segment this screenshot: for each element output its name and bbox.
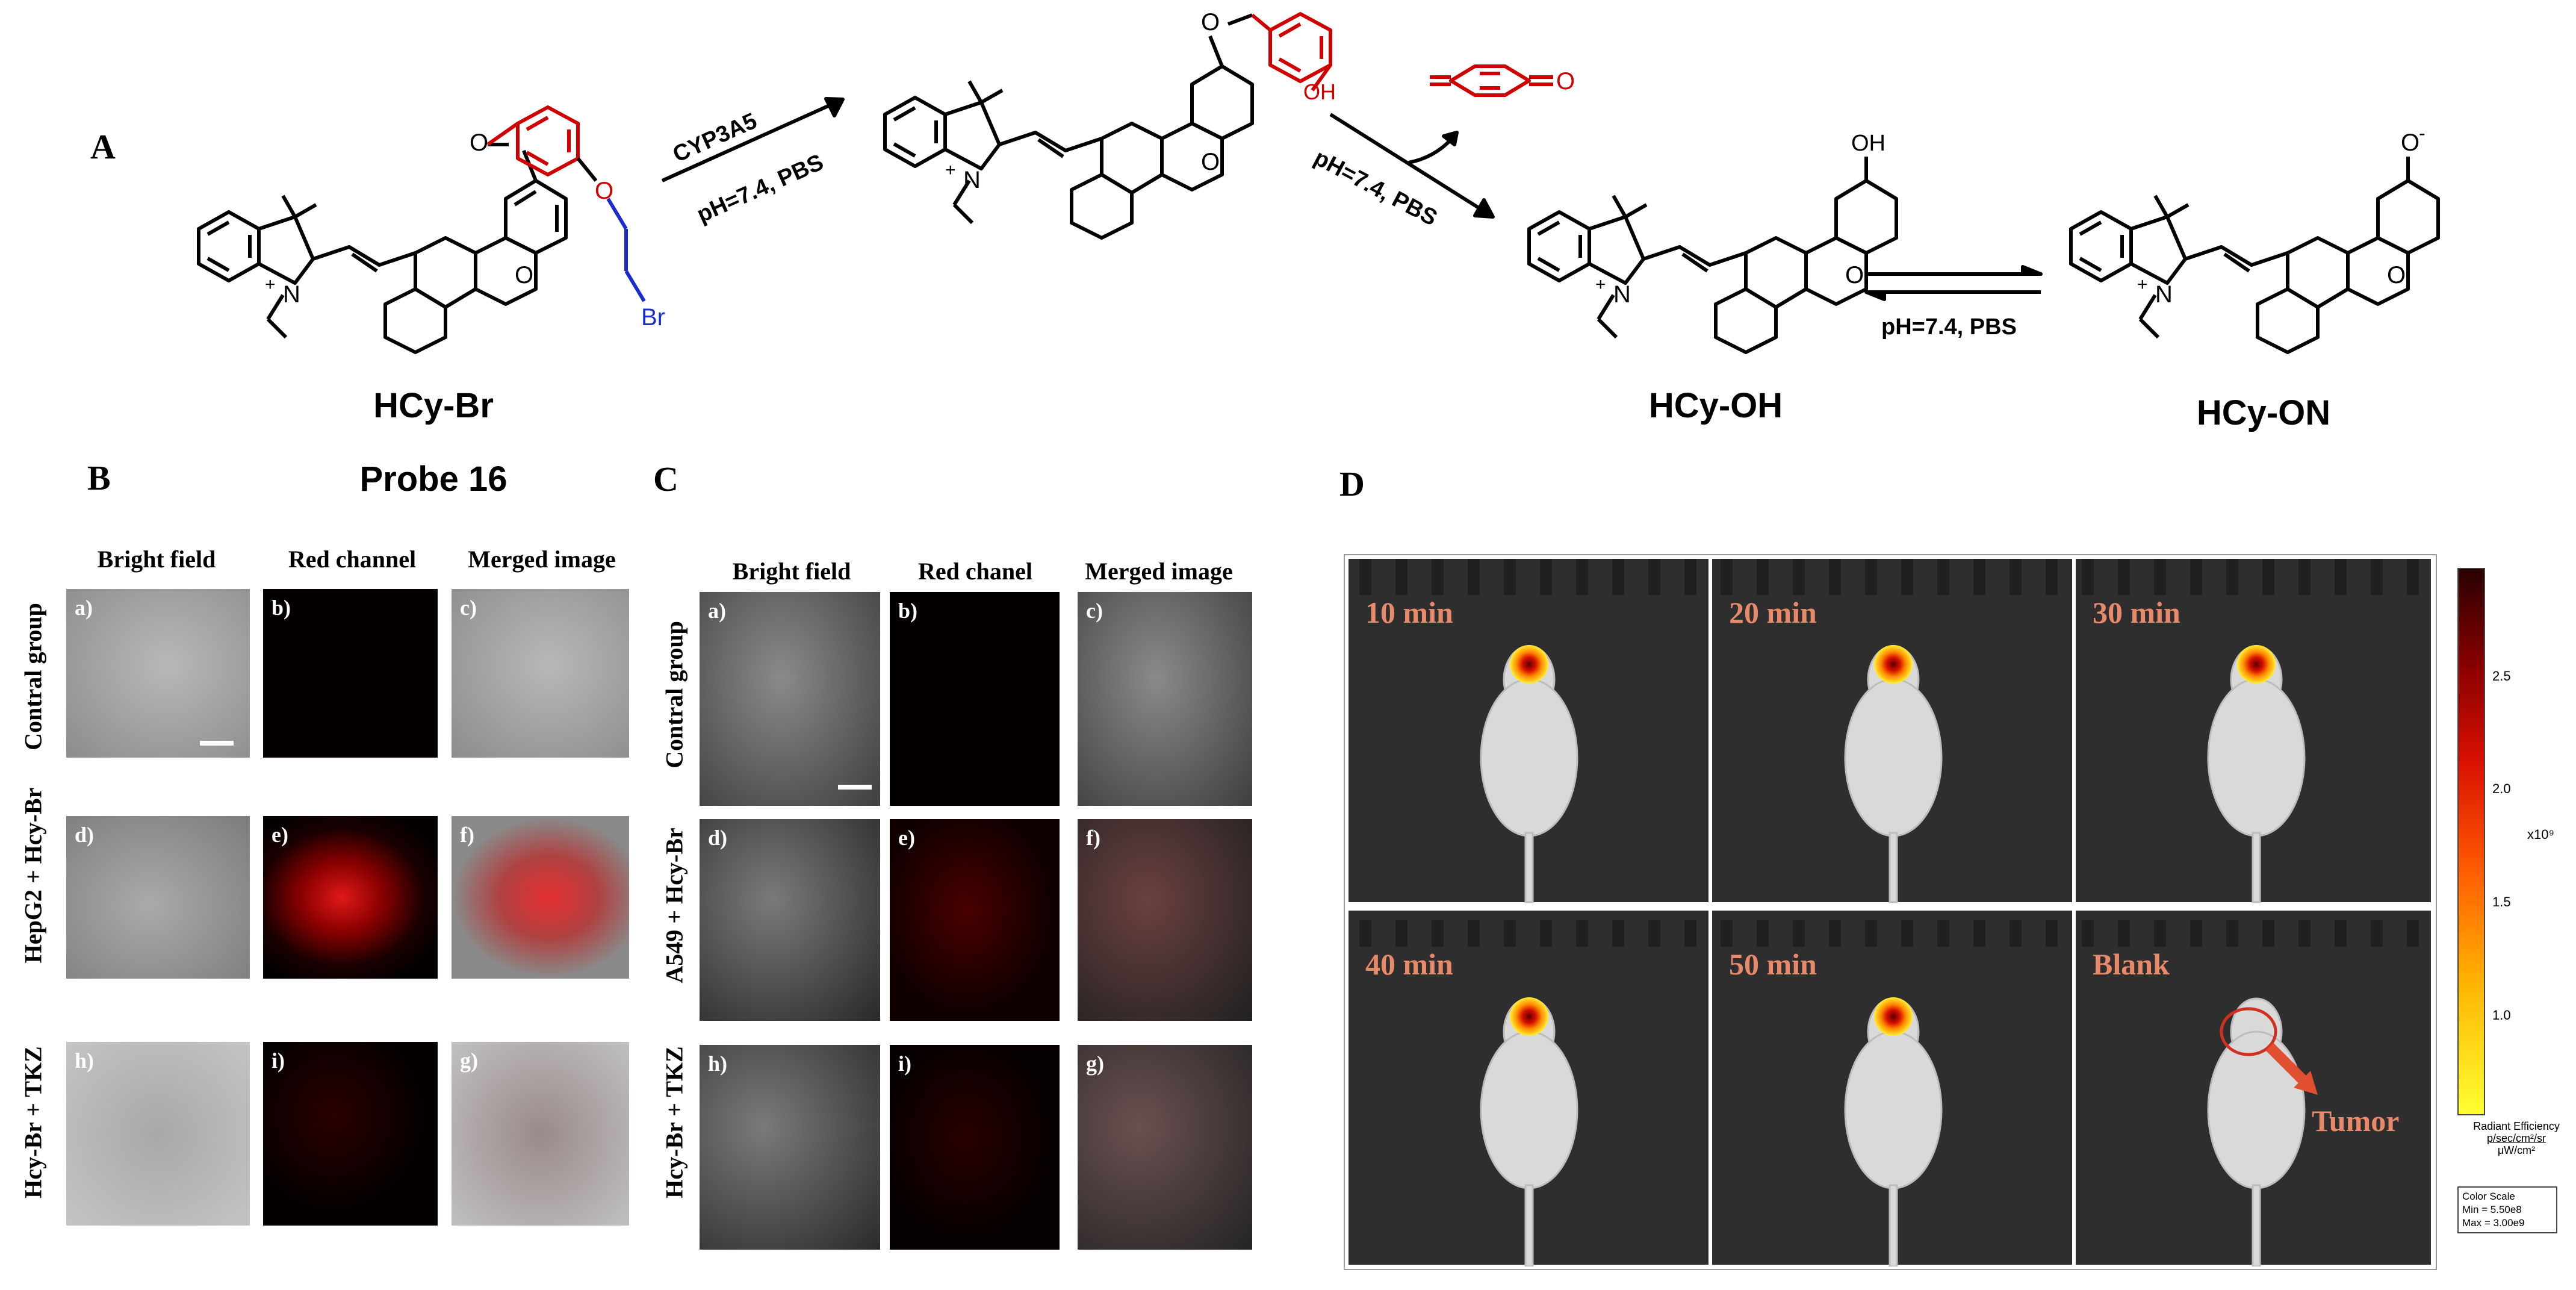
- tumor-circle: [2220, 1007, 2277, 1056]
- panel-c-letter: C: [653, 460, 678, 499]
- panel-d-letter: D: [1339, 464, 1365, 503]
- svg-text:-: -: [2419, 122, 2425, 144]
- panel-a-letter: A: [90, 127, 116, 166]
- mouse-50min: [1844, 997, 1943, 1267]
- panel-c-col-red: Red chanel: [918, 558, 1032, 585]
- svg-text:+: +: [1595, 275, 1606, 294]
- svg-text:OH: OH: [1851, 131, 1885, 156]
- signal-40min: [1510, 997, 1548, 1036]
- panel-b-cell-i: i): [263, 1042, 438, 1226]
- svg-text:O: O: [515, 262, 533, 288]
- color-scale-box: Color Scale Min = 5.50e8 Max = 3.00e9: [2457, 1186, 2557, 1233]
- n-atom-label: N: [283, 281, 300, 308]
- mouse-30min: [2207, 645, 2306, 903]
- panel-b-cell-c: c): [452, 589, 629, 758]
- hcy-oh-name: HCy-OH: [1648, 386, 1783, 425]
- tumor-arrow: [2265, 1042, 2310, 1087]
- svg-text:O: O: [2401, 129, 2419, 156]
- panel-b-letter: B: [87, 458, 111, 497]
- panel-c-cell-i: i): [890, 1045, 1060, 1250]
- panel-c-col-merged: Merged image: [1085, 558, 1233, 585]
- panel-c-cell-g: g): [1078, 1045, 1252, 1250]
- svg-text:+: +: [2137, 275, 2148, 294]
- panel-b-cell-e: e): [263, 816, 438, 979]
- signal-20min: [1874, 645, 1913, 684]
- panel-c-cell-c: c): [1078, 592, 1252, 806]
- hcy-on-name: HCy-ON: [2196, 393, 2331, 432]
- panel-c-cell-a: a): [700, 592, 880, 806]
- signal-30min: [2237, 645, 2276, 684]
- mouse-10min: [1480, 645, 1578, 903]
- probe-16-label: Probe 16: [359, 460, 507, 499]
- hcy-br-name: HCy-Br: [373, 386, 494, 425]
- svg-text:O: O: [1201, 149, 1220, 175]
- panel-c-row-control: Contral group: [660, 621, 688, 768]
- arrow1-bottom-label: pH=7.4, PBS: [694, 149, 828, 228]
- colorbar-tick-1.5: 1.5: [2492, 894, 2511, 909]
- signal-50min: [1874, 997, 1913, 1036]
- svg-text:O: O: [1201, 9, 1220, 36]
- svg-text:O: O: [470, 129, 488, 156]
- panel-b-row-tkz: Hcy-Br + TKZ: [19, 1046, 47, 1198]
- colorbar-unit: Radiant Efficiency p/sec/cm²/sr μW/cm²: [2473, 1120, 2560, 1156]
- panel-b-cell-h: h): [66, 1042, 250, 1226]
- svg-text:N: N: [1613, 281, 1631, 308]
- panel-c-cell-f: f): [1078, 819, 1252, 1021]
- equilibrium-label: pH=7.4, PBS: [1881, 314, 2017, 340]
- svg-text:O: O: [1845, 262, 1864, 288]
- panel-b-cell-f: f): [452, 816, 629, 979]
- svg-text:O: O: [2387, 262, 2406, 288]
- reaction-scheme: N + O O O Br N + O O OH O N + O OH N + O…: [197, 9, 2440, 354]
- panel-c-row-tkz: Hcy-Br + TKZ: [660, 1046, 688, 1198]
- mouse-40min: [1480, 997, 1578, 1267]
- panel-b-col-merged: Merged image: [468, 546, 616, 573]
- colorbar-tick-2.5: 2.5: [2492, 668, 2511, 684]
- colorbar: [2457, 568, 2485, 1115]
- panel-b-col-brightfield: Bright field: [97, 546, 216, 573]
- colorbar-multiplier: x10⁹: [2527, 827, 2554, 842]
- panel-c-col-brightfield: Bright field: [732, 558, 851, 585]
- colorbar-tick-2.0: 2.0: [2492, 781, 2511, 796]
- panel-b-col-red: Red channel: [288, 546, 417, 573]
- svg-text:N: N: [2155, 281, 2173, 308]
- svg-text:O: O: [1556, 68, 1575, 95]
- svg-text:O: O: [595, 178, 613, 204]
- panel-c-cell-e: e): [890, 819, 1060, 1021]
- svg-text:+: +: [945, 160, 956, 180]
- mouse-20min: [1844, 645, 1943, 903]
- panel-c-cell-h: h): [700, 1045, 880, 1250]
- panel-b-cell-g: g): [452, 1042, 629, 1226]
- panel-c-row-a549: A549 + Hcy-Br: [660, 827, 688, 983]
- panel-c-cell-b: b): [890, 592, 1060, 806]
- tumor-label: Tumor: [2312, 1104, 2399, 1138]
- panel-c-cell-d: d): [700, 819, 880, 1021]
- svg-text:N: N: [963, 167, 981, 193]
- mouse-imaging-overlay: Tumor: [1349, 559, 2431, 1267]
- panel-b-cell-b: b): [263, 589, 438, 758]
- svg-text:Br: Br: [641, 304, 665, 331]
- panel-b-row-hepg2: HepG2 + Hcy-Br: [19, 787, 47, 964]
- svg-text:+: +: [265, 275, 276, 294]
- signal-10min: [1510, 645, 1548, 684]
- svg-text:OH: OH: [1303, 79, 1336, 104]
- panel-b-cell-d: d): [66, 816, 250, 979]
- panel-b-cell-a: a): [66, 589, 250, 758]
- colorbar-tick-1.0: 1.0: [2492, 1008, 2511, 1023]
